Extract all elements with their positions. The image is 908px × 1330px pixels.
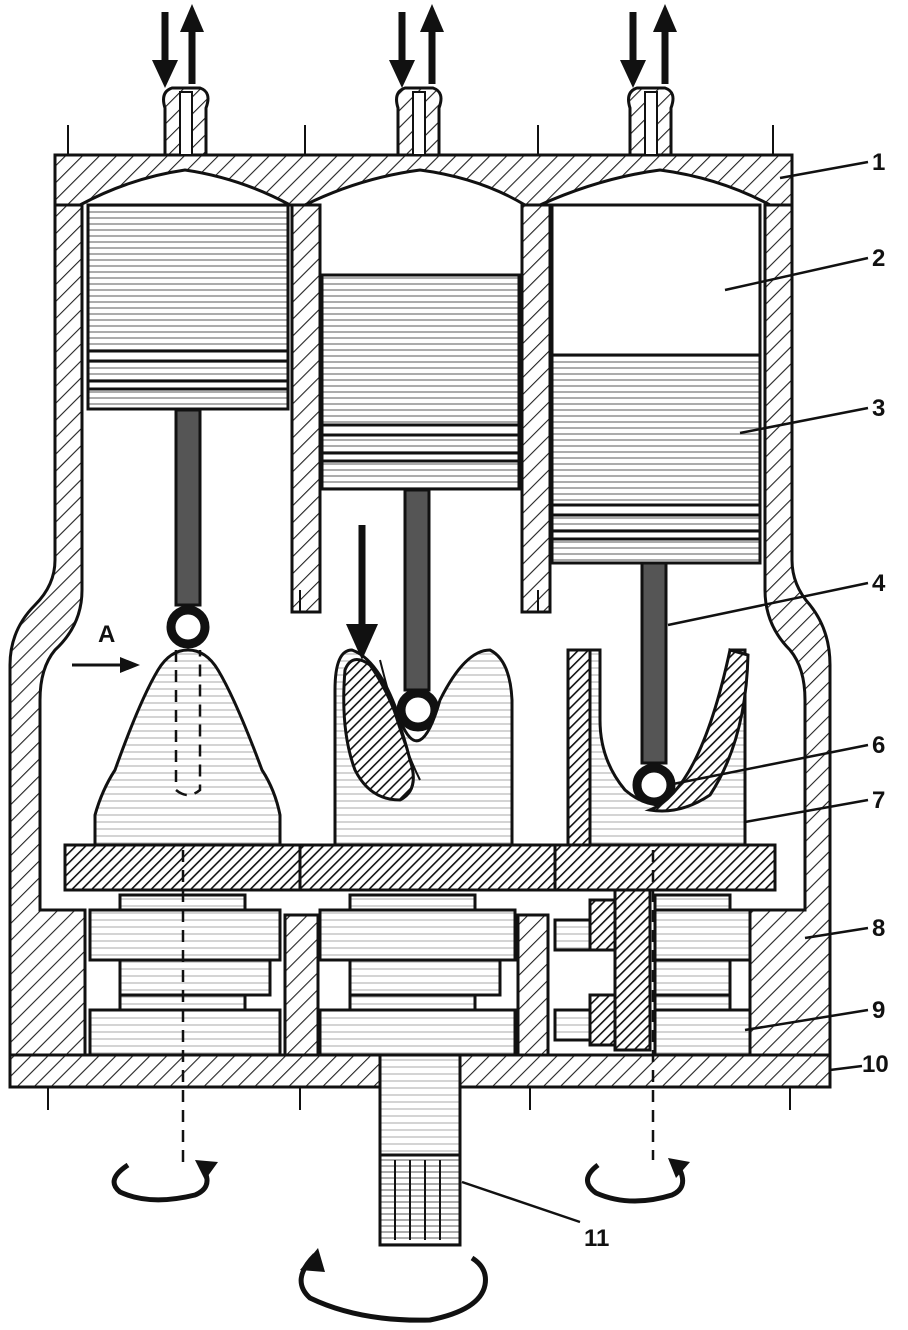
label-3: 3 <box>872 395 885 422</box>
label-1: 1 <box>872 149 885 176</box>
label-2: 2 <box>872 245 885 272</box>
piston-middle <box>320 273 521 732</box>
piston-left <box>86 203 290 649</box>
label-10: 10 <box>862 1051 889 1078</box>
cam-middle <box>333 648 514 847</box>
view-arrow-a: A <box>72 621 140 673</box>
output-shaft <box>378 1053 462 1247</box>
piston-right <box>550 203 762 807</box>
label-4: 4 <box>872 570 886 597</box>
label-8: 8 <box>872 915 885 942</box>
label-11: 11 <box>584 1225 609 1252</box>
cam-right <box>566 648 750 847</box>
callout-labels: 1 2 3 4 6 7 8 9 10 11 <box>461 149 889 1252</box>
label-7: 7 <box>872 787 885 814</box>
gear-plate <box>63 843 777 892</box>
center-lines <box>181 850 655 1165</box>
cylinder-head <box>53 86 794 207</box>
label-6: 6 <box>872 732 885 759</box>
force-arrow <box>346 525 378 660</box>
label-9: 9 <box>872 997 885 1024</box>
section-tick-marks <box>47 125 791 1110</box>
intake-exhaust-arrows <box>152 4 677 88</box>
crankcase-housing <box>8 203 832 1057</box>
cam-left <box>93 648 282 847</box>
view-label-a: A <box>98 621 115 648</box>
rotation-arrows <box>111 1158 690 1323</box>
bearings <box>88 888 752 1057</box>
